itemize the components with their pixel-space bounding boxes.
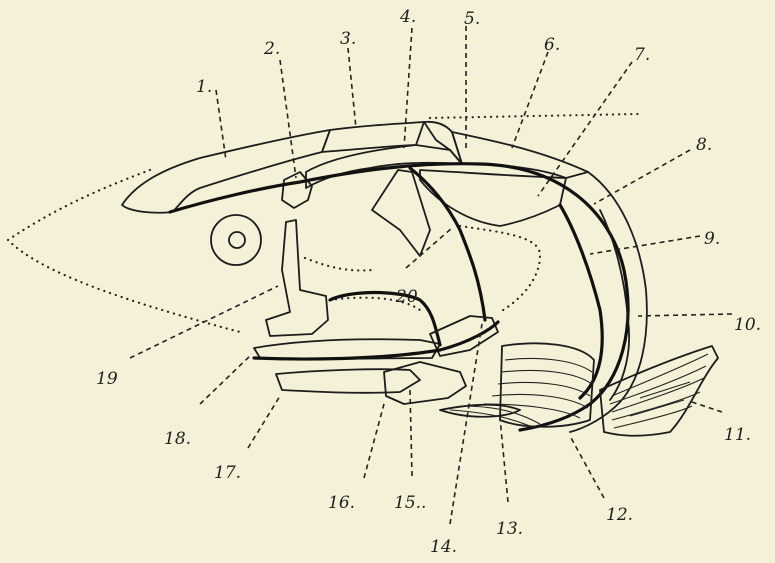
label-16: 16. xyxy=(328,493,355,513)
dorsal-outline xyxy=(430,114,640,118)
label-12: 12. xyxy=(606,505,633,525)
leader-lines xyxy=(130,26,732,524)
hyomandibular-outline xyxy=(305,258,372,271)
label-6: 6. xyxy=(544,35,560,55)
jaw-hinge-line xyxy=(254,322,498,359)
label-17: 17. xyxy=(214,463,241,483)
preorbital-bone xyxy=(266,220,328,336)
interopercle-outline xyxy=(460,226,540,312)
eye-lens xyxy=(229,232,245,248)
bone-1-nasal xyxy=(122,130,330,213)
bone-2 xyxy=(282,172,312,208)
palatine-ridge xyxy=(330,293,440,346)
label-15: 15.. xyxy=(394,493,426,513)
label-13: 13. xyxy=(496,519,523,539)
label-10: 10. xyxy=(734,315,761,335)
bone-11-pectoral-fin xyxy=(600,346,718,436)
label-9: 9. xyxy=(704,229,720,249)
bone-18-maxilla xyxy=(254,339,440,359)
bone-13-branchiostegals xyxy=(440,343,594,426)
bone-6 xyxy=(452,132,588,178)
snout-outline xyxy=(8,170,240,332)
label-2: 2. xyxy=(263,39,280,59)
label-18: 18. xyxy=(164,429,191,449)
eye-orbit xyxy=(211,215,261,265)
label-1: 1. xyxy=(196,77,212,97)
label-4: 4. xyxy=(399,7,416,27)
label-8: 8. xyxy=(696,135,712,155)
label-11: 11. xyxy=(724,425,751,445)
label-14: 14. xyxy=(430,537,457,557)
label-7: 7. xyxy=(634,45,650,65)
bone-16-articular xyxy=(384,362,466,404)
suture-line xyxy=(560,205,602,398)
bone-3-frontal xyxy=(322,122,424,152)
label-5: 5. xyxy=(464,9,480,29)
label-20: 20. xyxy=(395,287,423,307)
bone-8-subopercle-edge xyxy=(570,172,647,432)
bone-17-dentary xyxy=(276,369,420,393)
label-3: 3. xyxy=(340,29,356,49)
bone-7-opercle-upper xyxy=(420,170,566,226)
label-19: 19 xyxy=(96,369,118,389)
